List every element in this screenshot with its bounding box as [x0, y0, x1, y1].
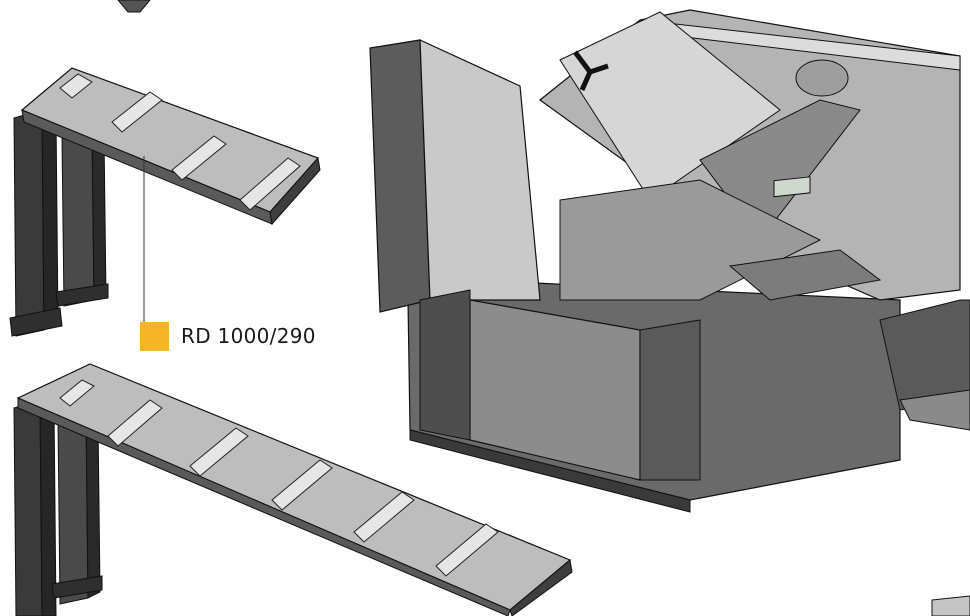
partial-part-top-left	[117, 0, 151, 13]
model-callout: RD 1000/290	[140, 321, 316, 351]
band-saw-machine	[369, 9, 970, 513]
model-label: RD 1000/290	[181, 324, 316, 348]
roller-conveyor-short	[9, 67, 321, 337]
roller-conveyor-long	[13, 363, 573, 616]
callout-marker	[140, 321, 169, 351]
partial-part-bottom-right	[931, 595, 970, 616]
